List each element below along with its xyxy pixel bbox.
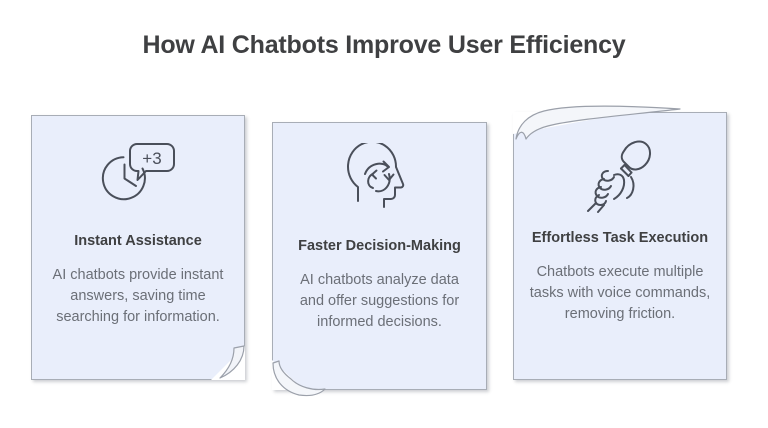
- hand-microphone-icon: [587, 140, 651, 213]
- card-body-text: AI chatbots provide instant answers, sav…: [52, 267, 224, 325]
- icon-badge-label: +3: [142, 149, 161, 168]
- clock-chat-bubble-icon: +3: [101, 143, 175, 201]
- card-heading: Effortless Task Execution: [531, 230, 709, 246]
- head-cycle-arrows-icon: [346, 143, 404, 208]
- card-body-text: Chatbots execute multiple tasks with voi…: [529, 264, 711, 322]
- card-body-text: AI chatbots analyze data and offer sugge…: [299, 272, 460, 330]
- page-title: How AI Chatbots Improve User Efficiency: [142, 31, 626, 59]
- card-instant-assistance[interactable]: +3 Instant Assistance AI chatbots provid…: [31, 115, 245, 380]
- card-faster-decision-making[interactable]: Faster Decision-Making AI chatbots analy…: [272, 122, 487, 397]
- card-heading: Faster Decision-Making: [298, 238, 461, 254]
- card-effortless-task-execution[interactable]: Effortless Task Execution Chatbots execu…: [513, 105, 727, 380]
- card-icon-container: [514, 135, 726, 213]
- card-heading: Instant Assistance: [74, 233, 202, 249]
- card-icon-container: [273, 143, 486, 219]
- card-icon-container: +3: [32, 138, 244, 214]
